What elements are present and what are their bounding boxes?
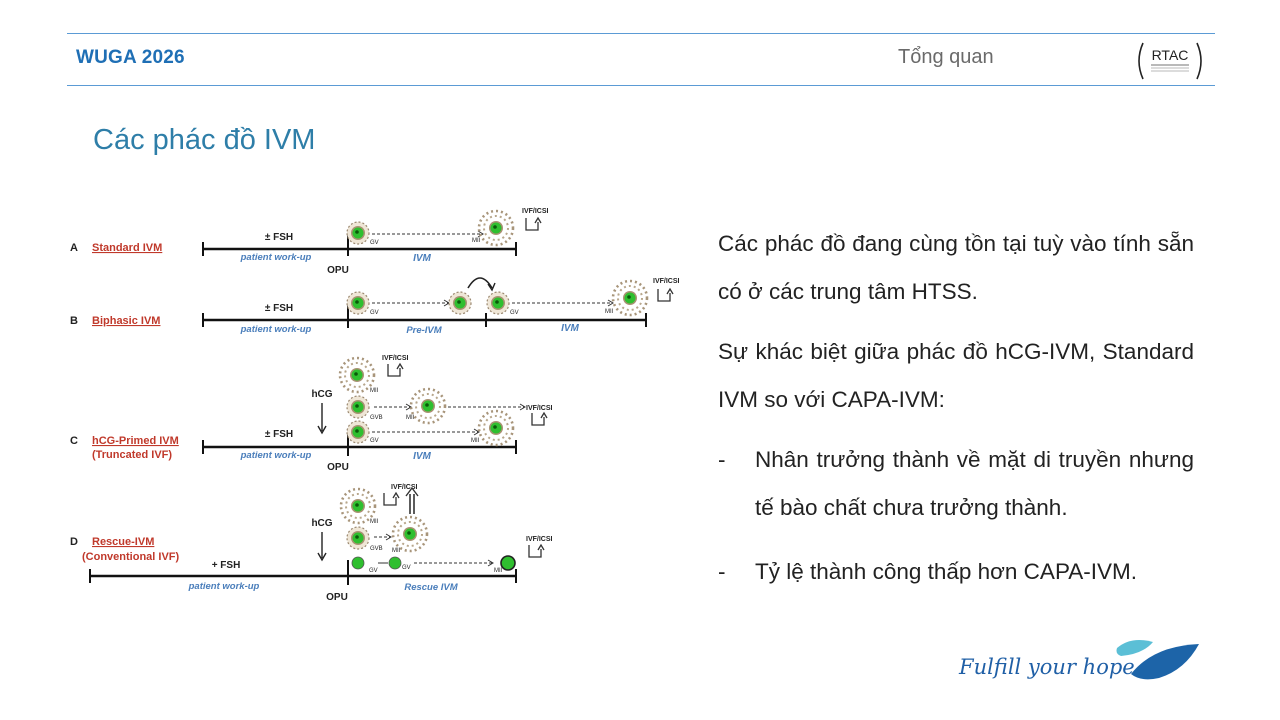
- row-d-ivf: IVF/ICSI: [391, 484, 418, 491]
- row-d-subtitle: (Conventional IVF): [82, 551, 180, 563]
- row-a-fsh: ± FSH: [265, 232, 293, 243]
- svg-text:GV: GV: [370, 240, 379, 246]
- bullet-text: Nhân trưởng thành về mặt di truyền nhưng…: [755, 447, 1194, 520]
- bullet-item: - Tỷ lệ thành công thấp hơn CAPA-IVM.: [718, 548, 1194, 596]
- row-b-ivf: IVF/ICSI: [653, 278, 680, 285]
- row-d-fsh: + FSH: [212, 560, 241, 571]
- svg-text:GV: GV: [370, 310, 379, 316]
- row-c-subtitle: (Truncated IVF): [92, 449, 172, 461]
- conference-name: WUGA 2026: [76, 47, 185, 68]
- row-b-fsh: ± FSH: [265, 303, 293, 314]
- row-b-workup: patient work-up: [240, 324, 312, 335]
- bullet-item: - Nhân trưởng thành về mặt di truyền như…: [718, 436, 1194, 532]
- paragraph-2: Sự khác biệt giữa phác đồ hCG-IVM, Stand…: [718, 339, 1194, 412]
- ivm-protocols-diagram: A Standard IVM ± FSH patient work-up OPU…: [70, 208, 680, 602]
- row-c-hcg: hCG: [311, 389, 332, 400]
- svg-text:MII: MII: [370, 388, 379, 394]
- bullet-marker: -: [718, 559, 726, 584]
- row-c-ivf-1: IVF/ICSI: [382, 355, 409, 362]
- svg-text:GV: GV: [402, 565, 411, 571]
- svg-text:MII: MII: [605, 309, 614, 315]
- footer-tagline: Fulfill your hope: [959, 655, 1135, 679]
- row-d-hcg: hCG: [311, 518, 332, 529]
- row-b-letter: B: [70, 315, 78, 327]
- logo-text: RTAC: [1152, 47, 1189, 63]
- svg-text:GVB: GVB: [370, 546, 383, 552]
- row-b-name: Biphasic IVM: [92, 315, 160, 327]
- row-a-letter: A: [70, 242, 78, 254]
- svg-text:MII: MII: [406, 415, 415, 421]
- row-c-name: hCG-Primed IVM: [92, 435, 179, 447]
- row-c-ivf-2: IVF/ICSI: [526, 405, 553, 412]
- svg-text:MII: MII: [472, 238, 481, 244]
- svg-text:GV: GV: [369, 568, 378, 574]
- bullet-marker: -: [718, 447, 726, 472]
- row-a-opu: OPU: [327, 265, 349, 276]
- svg-text:MII: MII: [471, 438, 480, 444]
- row-d-workup: patient work-up: [188, 581, 260, 592]
- slide-body: Các phác đồ đang cùng tồn tại tuỳ vào tí…: [718, 220, 1194, 596]
- header-top-rule: [67, 33, 1215, 34]
- row-d-letter: D: [70, 536, 78, 548]
- row-a-ivf: IVF/ICSI: [522, 208, 549, 215]
- header-bottom-rule: [67, 85, 1215, 86]
- bullet-text: Tỷ lệ thành công thấp hơn CAPA-IVM.: [755, 559, 1138, 584]
- row-a-ivm: IVM: [413, 253, 431, 264]
- svg-text:GVB: GVB: [370, 415, 383, 421]
- row-d-name: Rescue-IVM: [92, 536, 154, 548]
- row-b-ivm: IVM: [561, 323, 579, 334]
- svg-text:MII: MII: [494, 568, 503, 574]
- svg-text:MII: MII: [370, 519, 379, 525]
- row-c-letter: C: [70, 435, 78, 447]
- row-d-rescue: Rescue IVM: [404, 582, 458, 593]
- svg-text:GV: GV: [510, 310, 519, 316]
- row-c-fsh: ± FSH: [265, 429, 293, 440]
- leaf-logo-icon: [1116, 640, 1199, 680]
- rtac-logo: RTAC: [1138, 42, 1202, 80]
- row-c-opu: OPU: [327, 462, 349, 473]
- row-c-ivm: IVM: [413, 451, 431, 462]
- svg-text:GV: GV: [370, 438, 379, 444]
- row-d-ivf-2: IVF/ICSI: [526, 536, 553, 543]
- row-c-workup: patient work-up: [240, 450, 312, 461]
- row-a-name: Standard IVM: [92, 242, 162, 254]
- row-a-workup: patient work-up: [240, 252, 312, 263]
- svg-text:MII: MII: [392, 548, 401, 554]
- paragraph-1: Các phác đồ đang cùng tồn tại tuỳ vào tí…: [718, 231, 1194, 304]
- row-d-opu: OPU: [326, 592, 348, 602]
- section-label: Tổng quan: [898, 46, 994, 68]
- slide-title: Các phác đồ IVM: [93, 124, 316, 156]
- row-b-preivm: Pre-IVM: [406, 325, 442, 336]
